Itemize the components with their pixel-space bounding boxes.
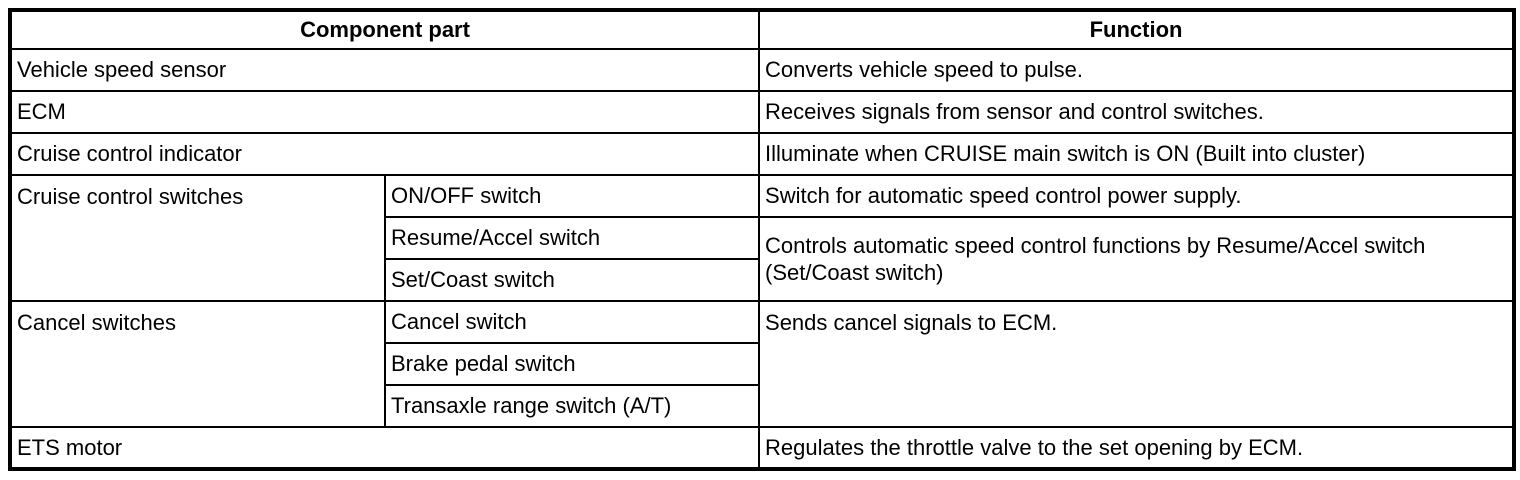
cell-brake-pedal-switch: Brake pedal switch bbox=[383, 342, 761, 386]
table-row: Resume/Accel switch Controls automatic s… bbox=[10, 216, 1516, 302]
table-row: ETS motor Regulates the throttle valve t… bbox=[8, 426, 1516, 470]
cell-transaxle-range-switch: Transaxle range switch (A/T) bbox=[383, 384, 761, 428]
header-row: Component part Function bbox=[8, 9, 1516, 50]
cell-vehicle-speed-sensor-function: Converts vehicle speed to pulse. bbox=[758, 48, 1516, 92]
header-function: Function bbox=[758, 9, 1516, 50]
cell-resume-accel-function: Controls automatic speed control functio… bbox=[758, 216, 1516, 302]
table-row: Vehicle speed sensor Converts vehicle sp… bbox=[8, 48, 1516, 92]
cell-cancel-switch: Cancel switch bbox=[383, 300, 761, 344]
cell-ets-motor: ETS motor bbox=[8, 426, 761, 470]
table-row: Transaxle range switch (A/T) bbox=[10, 384, 1514, 428]
cell-cancel-switch-function: Sends cancel signals to ECM. bbox=[758, 300, 1516, 428]
cell-resume-accel-switch: Resume/Accel switch bbox=[383, 216, 761, 260]
table-row: ECM Receives signals from sensor and con… bbox=[8, 90, 1516, 134]
cell-ecm-function: Receives signals from sensor and control… bbox=[758, 90, 1516, 134]
table-row: Brake pedal switch bbox=[10, 342, 1514, 386]
resume-accel-function-text: Controls automatic speed control functio… bbox=[765, 232, 1426, 286]
table-row: Cruise control switches ON/OFF switch Sw… bbox=[9, 174, 1516, 302]
cell-cancel-switches-group: Cancel switches bbox=[9, 300, 386, 428]
cell-on-off-switch: ON/OFF switch bbox=[383, 174, 761, 218]
cell-on-off-switch-function: Switch for automatic speed control power… bbox=[758, 174, 1516, 218]
components-functions-table: Component part Function Vehicle speed se… bbox=[8, 8, 1517, 471]
table-row: Set/Coast switch bbox=[10, 258, 1514, 302]
cell-cruise-control-switches-group: Cruise control switches bbox=[9, 174, 386, 302]
cell-vehicle-speed-sensor: Vehicle speed sensor bbox=[8, 48, 761, 92]
cell-cruise-control-indicator-function: Illuminate when CRUISE main switch is ON… bbox=[758, 132, 1516, 176]
cell-set-coast-switch: Set/Coast switch bbox=[383, 258, 761, 302]
cell-cruise-control-indicator: Cruise control indicator bbox=[8, 132, 761, 176]
table-row: Cruise control indicator Illuminate when… bbox=[8, 132, 1516, 176]
cell-ets-motor-function: Regulates the throttle valve to the set … bbox=[758, 426, 1516, 470]
table-row: Cancel switches Cancel switch Sends canc… bbox=[9, 300, 1516, 428]
cell-ecm: ECM bbox=[8, 90, 761, 134]
header-component-part: Component part bbox=[8, 9, 761, 50]
